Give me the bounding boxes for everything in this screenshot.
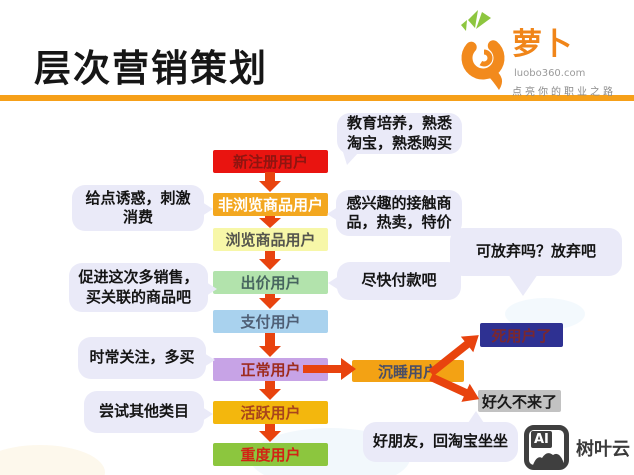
branch-box-long-absent: 好久不来了 <box>478 390 561 412</box>
bubble-interest: 感兴趣的接触商品，热卖，特价 <box>327 190 462 236</box>
arrow-down-4 <box>259 294 281 309</box>
stage-box-heavy: 重度用户 <box>213 443 328 466</box>
bubble-educate: 教育培养，熟悉淘宝，熟悉购买 <box>337 113 462 165</box>
bubble-try-category: 尝试其他类目 <box>84 391 213 433</box>
bubble-friend: 好朋友，回淘宝坐坐 <box>363 411 518 462</box>
arrow-down-3 <box>259 251 281 270</box>
stage-box-browsing: 浏览商品用户 <box>213 228 328 251</box>
stage-box-paying: 支付用户 <box>213 310 328 333</box>
shuyeyun-logo-icon: AI <box>524 425 569 470</box>
logo-text: 萝卜 luobo360.com 点亮你的职业之路 <box>512 28 630 98</box>
page-title: 层次营销策划 <box>34 47 268 90</box>
watermark-text: 树叶云 <box>576 438 630 460</box>
logo-domain: luobo360.com <box>514 68 586 79</box>
carrot-logo-icon <box>461 10 505 90</box>
arrow-down-2 <box>259 216 281 228</box>
stage-box-active: 活跃用户 <box>213 401 328 424</box>
luobo-logo: 萝卜 luobo360.com 点亮你的职业之路 <box>458 6 630 98</box>
ai-icon-label: AI <box>531 431 552 448</box>
mountain-icon <box>533 453 563 465</box>
bubble-give-up: 可放弃吗？放弃吧 <box>450 228 622 296</box>
logo-brand: 萝卜 <box>512 27 572 62</box>
stage-box-new-registered: 新注册用户 <box>213 150 328 173</box>
background-blob <box>0 445 105 475</box>
logo-slogan: 点亮你的职业之路 <box>512 87 616 98</box>
header-divider <box>0 95 634 101</box>
bubble-promote: 促进这次多销售，买关联的商品吧 <box>69 263 217 312</box>
arrow-down-1 <box>259 172 281 192</box>
arrow-down-5 <box>259 333 281 357</box>
bubble-tempt: 给点诱惑，刺激消费 <box>72 185 213 231</box>
watermark: AI 树叶云 <box>524 425 630 470</box>
branch-box-dormant: 沉睡用户 <box>352 360 464 382</box>
branch-box-dead: 死用户了 <box>480 323 563 347</box>
stage-box-bidding: 出价用户 <box>213 271 328 294</box>
bubble-attention: 时常关注，多买 <box>78 337 215 379</box>
bubble-pay-soon: 尽快付款吧 <box>328 262 461 300</box>
stage-box-non-browsing: 非浏览商品用户 <box>213 193 328 216</box>
stage-box-normal: 正常用户 <box>213 358 328 381</box>
arrow-down-6 <box>259 381 281 400</box>
